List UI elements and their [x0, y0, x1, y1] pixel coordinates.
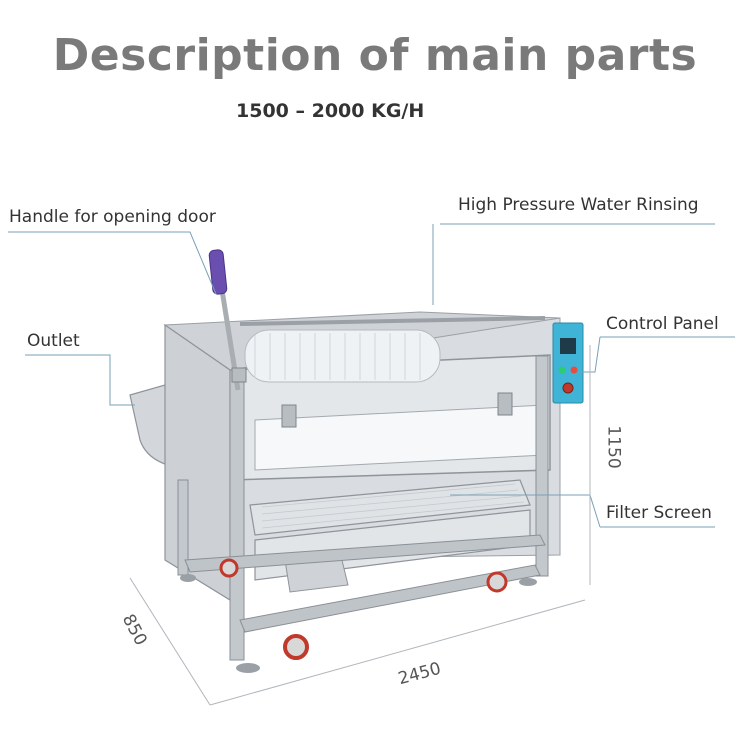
callout-control-label: Control Panel [606, 314, 719, 334]
door-handle-grip [208, 249, 228, 295]
dimension-height: 1150 [603, 425, 624, 469]
callout-outlet-label: Outlet [27, 331, 80, 351]
callout-handle-label: Handle for opening door [9, 207, 216, 227]
callout-filter-label: Filter Screen [606, 503, 712, 523]
page-title: Description of main parts [52, 30, 698, 81]
washer-machine [129, 249, 584, 673]
callout-rinsing-label: High Pressure Water Rinsing [458, 195, 699, 215]
capacity-subtitle: 1500 – 2000 KG/H [236, 100, 425, 122]
dimension-lines [129, 345, 591, 706]
callout-leaders [8, 223, 735, 528]
